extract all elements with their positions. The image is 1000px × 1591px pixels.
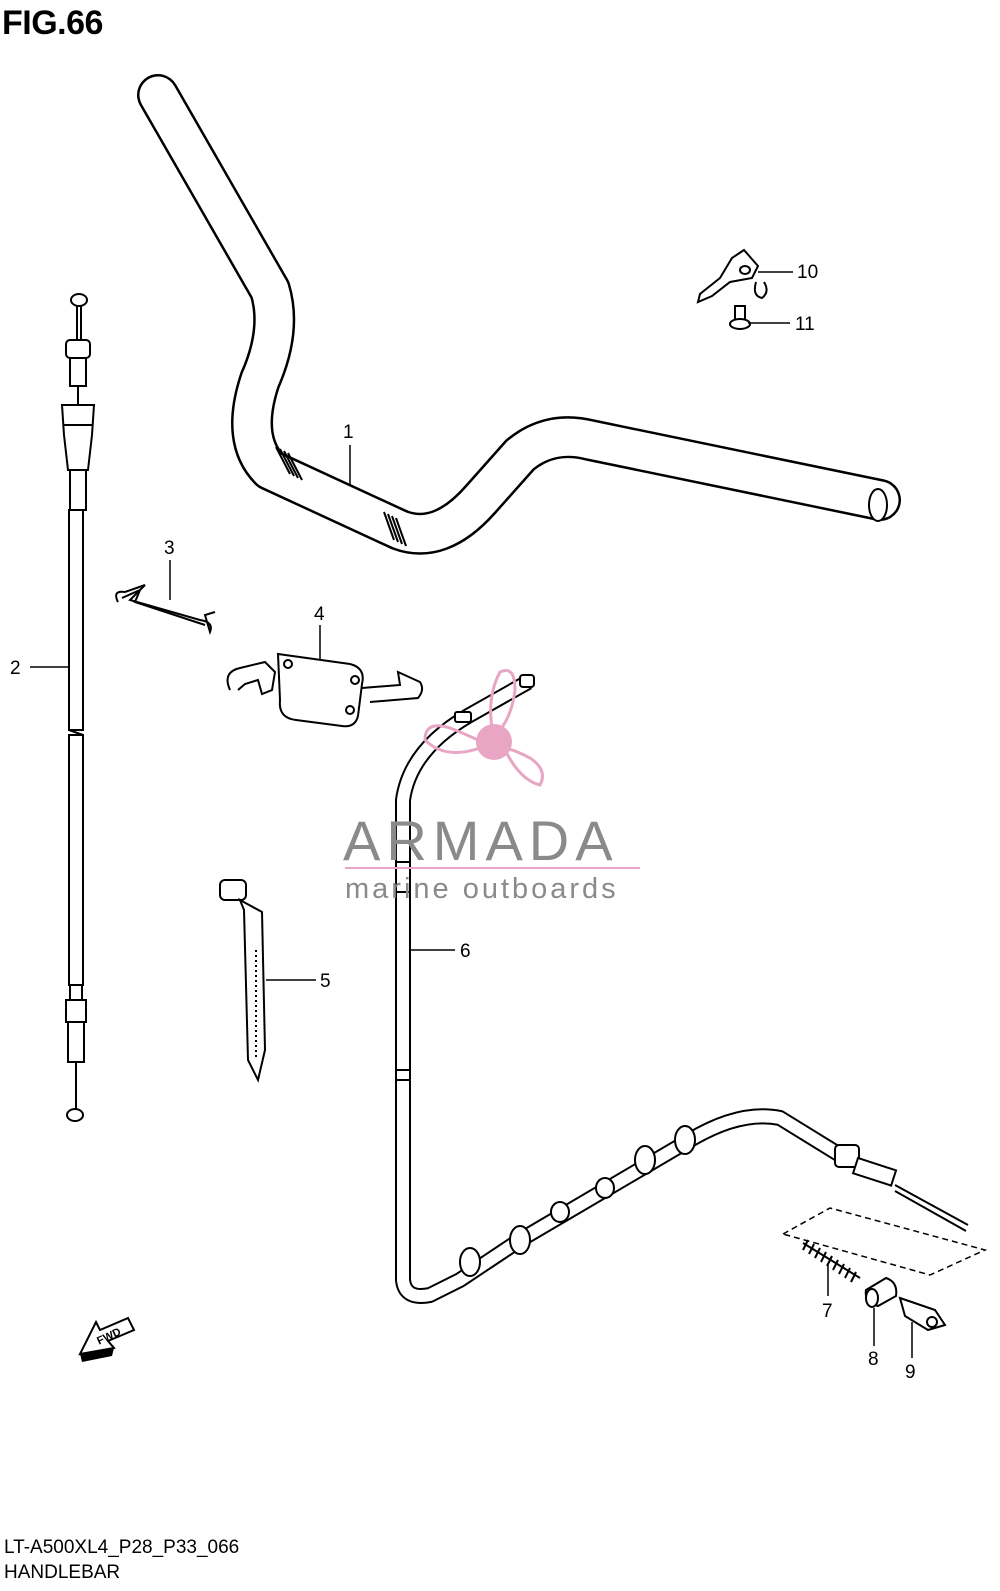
callout-2: 2 — [10, 658, 21, 679]
end-piece-9-part — [898, 1296, 947, 1332]
cable-tie-5-part — [219, 879, 267, 1083]
screw-11-part — [729, 305, 751, 330]
callout-6: 6 — [460, 941, 471, 962]
callout-1: 1 — [343, 422, 354, 443]
callout-8: 8 — [868, 1349, 879, 1370]
fwd-arrow-icon: FWD — [78, 1316, 136, 1362]
handlebar-part — [137, 74, 901, 555]
watermark: ARMADA marine outboards — [343, 669, 640, 905]
cable-6-part — [395, 674, 969, 1304]
callout-5: 5 — [320, 971, 331, 992]
callout-3: 3 — [164, 538, 175, 559]
bracket-4-part — [226, 652, 424, 728]
figure-code: LT-A500XL4_P28_P33_066 — [4, 1537, 240, 1558]
propeller-logo-icon — [423, 669, 544, 787]
figure-name: HANDLEBAR — [4, 1562, 121, 1583]
clamp-3-part — [115, 584, 216, 636]
group-outline — [781, 1207, 988, 1276]
figure-title: FIG.66 — [2, 4, 103, 42]
callout-10: 10 — [797, 262, 818, 283]
callout-4: 4 — [314, 604, 325, 625]
lever-bracket-10-part — [696, 248, 768, 304]
callout-7: 7 — [822, 1301, 833, 1322]
adjuster-8-part — [864, 1276, 898, 1308]
leader-lines — [30, 271, 913, 1358]
spring-7-part — [802, 1239, 861, 1283]
cable-2-part — [60, 293, 96, 1122]
watermark-brand: ARMADA — [343, 809, 619, 872]
callout-11: 11 — [795, 314, 815, 335]
callout-9: 9 — [905, 1362, 916, 1383]
watermark-tagline: marine outboards — [345, 873, 619, 905]
